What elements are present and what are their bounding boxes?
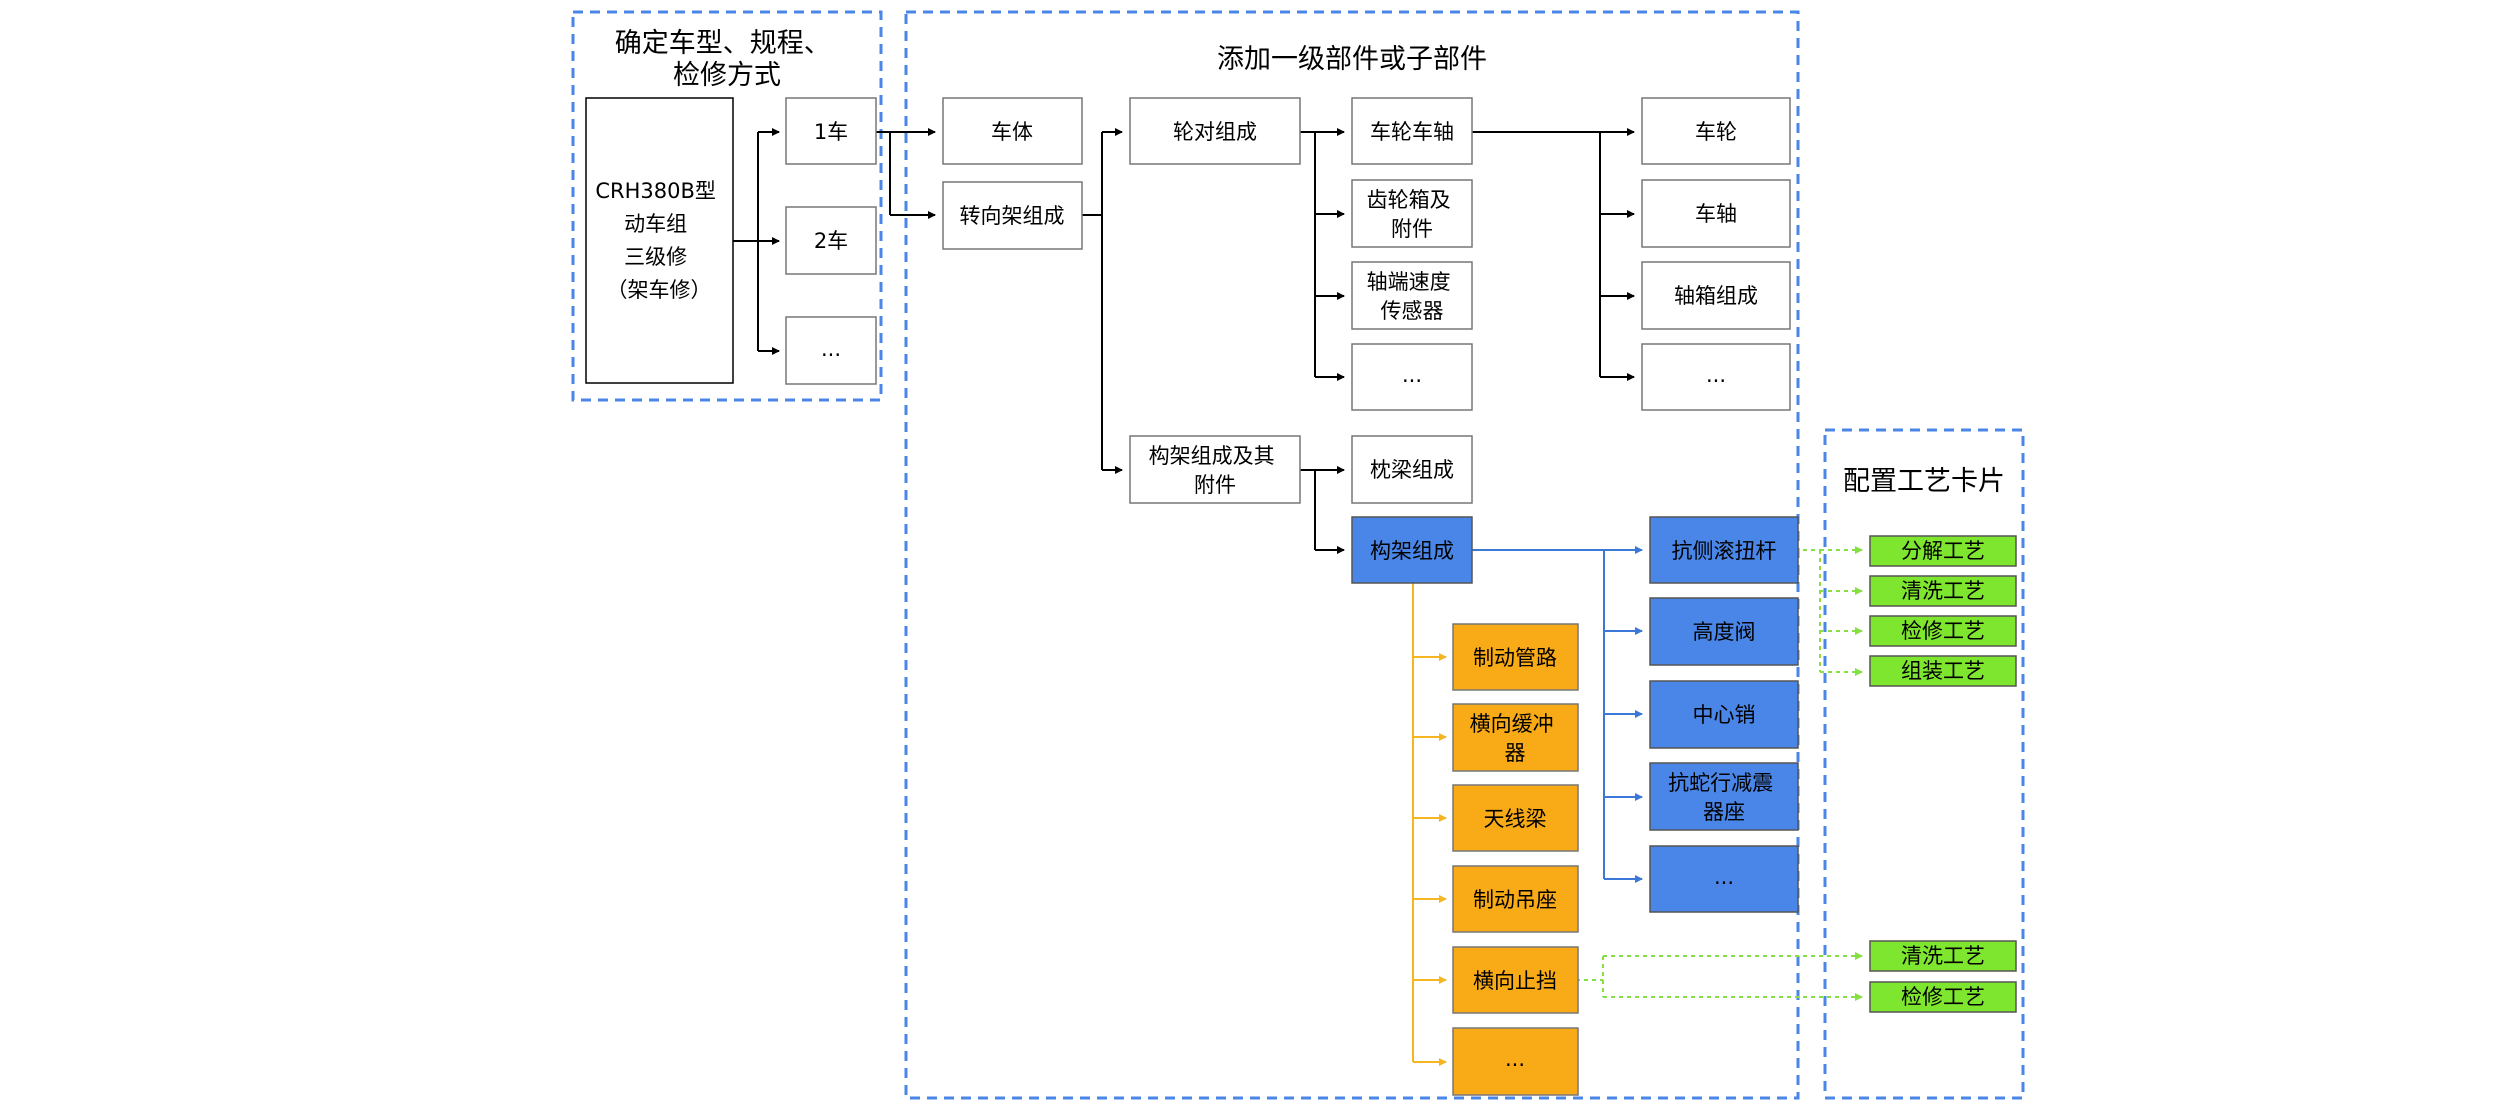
node-axlebox[interactable]: 轴箱组成 [1641,261,1791,330]
svg-text:抗蛇行减震 器座: 抗蛇行减震 器座 [1668,771,1780,824]
svg-text:检修工艺: 检修工艺 [1901,619,1985,643]
svg-text:制动管路: 制动管路 [1473,646,1557,670]
node-anti-roll-bar[interactable]: 抗侧滚扭杆 [1649,516,1799,584]
svg-text:清洗工艺: 清洗工艺 [1901,579,1985,603]
svg-text:高度阀: 高度阀 [1693,620,1756,644]
svg-text:...: ... [1714,865,1734,889]
node-wheelset[interactable]: 轮对组成 [1129,97,1301,165]
node-wheel[interactable]: 车轮 [1641,97,1791,165]
node-speed-sensor[interactable]: 轴端速度 传感器 [1351,261,1473,330]
svg-text:检修工艺: 检修工艺 [1901,985,1985,1009]
card-disassembly[interactable]: 分解工艺 [1869,535,2017,567]
svg-text:2车: 2车 [814,229,848,253]
svg-text:车体: 车体 [991,120,1033,144]
region-determine [571,10,883,402]
svg-text:轴端速度 传感器: 轴端速度 传感器 [1367,270,1458,323]
svg-text:枕梁组成: 枕梁组成 [1370,458,1454,482]
node-frame-assembly[interactable]: 构架组成及其 附件 [1129,435,1301,504]
node-gearbox[interactable]: 齿轮箱及 附件 [1351,179,1473,248]
card-cleaning[interactable]: 清洗工艺 [1869,575,2017,607]
node-brake-pipe[interactable]: 制动管路 [1452,623,1579,691]
svg-text:齿轮箱及 附件: 齿轮箱及 附件 [1367,188,1458,241]
svg-text:...: ... [1706,363,1726,387]
svg-text:转向架组成: 转向架组成 [960,204,1065,228]
svg-text:车轴: 车轴 [1695,202,1737,226]
node-axle[interactable]: 车轴 [1641,179,1791,248]
node-yaw-damper-seat[interactable]: 抗蛇行减震 器座 [1649,762,1799,831]
card-cleaning-2[interactable]: 清洗工艺 [1869,940,2017,972]
svg-text:轴箱组成: 轴箱组成 [1674,284,1758,308]
node-crh[interactable]: CRH380B型 动车组 三级修 （架车修） [585,97,734,384]
svg-text:清洗工艺: 清洗工艺 [1901,944,1985,968]
node-level-valve[interactable]: 高度阀 [1649,597,1799,666]
svg-text:分解工艺: 分解工艺 [1901,539,1985,563]
region-config [1823,428,2025,1100]
region-add-parts-title: 添加一级部件或子部件 [1217,44,1487,75]
node-frame[interactable]: 构架组成 [1351,516,1473,584]
svg-text:横向止挡: 横向止挡 [1473,969,1557,993]
svg-text:天线梁: 天线梁 [1484,807,1547,831]
connectors-green [1576,546,1863,1001]
node-wheel-axle-more[interactable]: ... [1641,343,1791,411]
svg-text:...: ... [1505,1047,1525,1071]
node-wheelset-more[interactable]: ... [1351,343,1473,411]
node-brake-hanger[interactable]: 制动吊座 [1452,865,1579,933]
node-bolster[interactable]: 枕梁组成 [1351,435,1473,504]
connectors-black [726,128,1635,554]
node-blue-more[interactable]: ... [1649,845,1799,913]
node-car-more[interactable]: ... [785,316,877,385]
svg-text:车轮车轴: 车轮车轴 [1370,120,1454,144]
card-inspection-2[interactable]: 检修工艺 [1869,981,2017,1013]
svg-text:横向缓冲 器: 横向缓冲 器 [1470,712,1561,765]
svg-text:构架组成: 构架组成 [1370,539,1454,563]
node-car2[interactable]: 2车 [785,206,877,275]
svg-text:组装工艺: 组装工艺 [1901,659,1985,683]
node-orange-more[interactable]: ... [1452,1027,1579,1096]
region-config-title: 配置工艺卡片 [1843,466,2005,497]
node-antenna-beam[interactable]: 天线梁 [1452,784,1579,852]
svg-text:制动吊座: 制动吊座 [1473,888,1557,912]
svg-text:CRH380B型 动车组 三级修: CRH380B型 动车组 三级修 （架车修） [595,179,722,302]
node-wheel-axle[interactable]: 车轮车轴 [1351,97,1473,165]
card-assembly[interactable]: 组装工艺 [1869,655,2017,687]
connectors-orange [1412,582,1447,1066]
svg-text:中心销: 中心销 [1693,703,1756,727]
card-inspection[interactable]: 检修工艺 [1869,615,2017,647]
node-lateral-buffer[interactable]: 横向缓冲 器 [1452,703,1579,772]
node-body[interactable]: 车体 [942,97,1083,165]
svg-text:车轮: 车轮 [1695,120,1737,144]
svg-text:轮对组成: 轮对组成 [1173,120,1257,144]
svg-text:...: ... [1402,363,1422,387]
svg-text:抗侧滚扭杆: 抗侧滚扭杆 [1672,539,1777,563]
node-bogie[interactable]: 转向架组成 [942,181,1083,250]
node-lateral-stop[interactable]: 横向止挡 [1452,946,1579,1014]
svg-text:1车: 1车 [814,120,848,144]
node-car1[interactable]: 1车 [785,97,877,165]
node-center-pin[interactable]: 中心销 [1649,680,1799,749]
connectors-blue [1463,546,1643,883]
region-determine-title: 确定车型、规程、 检修方式 [615,28,840,91]
svg-text:构架组成及其 附件: 构架组成及其 附件 [1149,444,1282,497]
svg-text:...: ... [821,337,841,361]
